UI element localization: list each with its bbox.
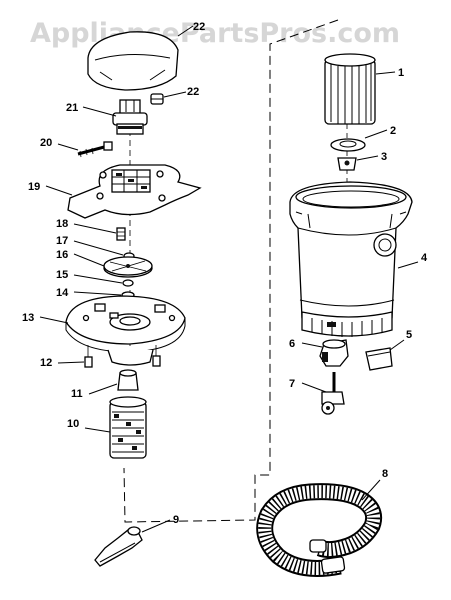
drum-part-4 <box>289 181 413 337</box>
label-14: 14 <box>56 287 69 299</box>
label-2: 2 <box>390 125 396 137</box>
assembly-boundary <box>123 19 339 523</box>
label-19: 19 <box>28 181 40 193</box>
caster-part-7 <box>321 372 345 415</box>
label-10: 10 <box>67 418 79 430</box>
label-6: 6 <box>289 338 295 350</box>
label-15: 15 <box>56 269 68 281</box>
nut-part-22 <box>150 93 164 105</box>
switch-part <box>112 99 148 135</box>
label-1: 1 <box>398 67 404 79</box>
label-9: 9 <box>173 514 179 526</box>
label-17: 17 <box>56 235 68 247</box>
label-20: 20 <box>40 137 52 149</box>
caster-socket-part-6 <box>319 339 349 367</box>
motor-base-plate <box>65 295 186 366</box>
label-8: 8 <box>382 468 388 480</box>
label-13: 13 <box>22 312 34 324</box>
cap-part-5 <box>365 347 393 371</box>
screw-part-20 <box>77 141 113 158</box>
fan-part-16 <box>103 256 153 278</box>
label-21: 21 <box>66 102 78 114</box>
label-7: 7 <box>289 378 295 390</box>
motor-cover-part <box>87 31 179 91</box>
label-5: 5 <box>406 329 412 341</box>
label-22-top: 22 <box>193 21 205 33</box>
screws-part-12 <box>84 345 161 368</box>
filter-part-10 <box>109 396 147 459</box>
spacer-part-15 <box>122 279 134 287</box>
adapter-part-11 <box>117 369 139 391</box>
label-3: 3 <box>381 151 387 163</box>
watermark: AppliancePartsPros.com <box>30 18 401 49</box>
label-22-nut: 22 <box>187 86 199 98</box>
label-16: 16 <box>56 249 68 261</box>
filter-retainer-part-2 <box>330 138 366 152</box>
float-part-3 <box>337 157 357 171</box>
hose-part-8 <box>256 483 383 577</box>
nozzle-part-9 <box>94 526 143 567</box>
label-4: 4 <box>421 252 428 264</box>
screw-part-18 <box>116 227 126 241</box>
motor-housing-plate <box>67 164 202 219</box>
cartridge-filter-part-1 <box>324 53 376 125</box>
label-18: 18 <box>56 218 68 230</box>
label-12: 12 <box>40 357 52 369</box>
label-11: 11 <box>71 388 83 400</box>
